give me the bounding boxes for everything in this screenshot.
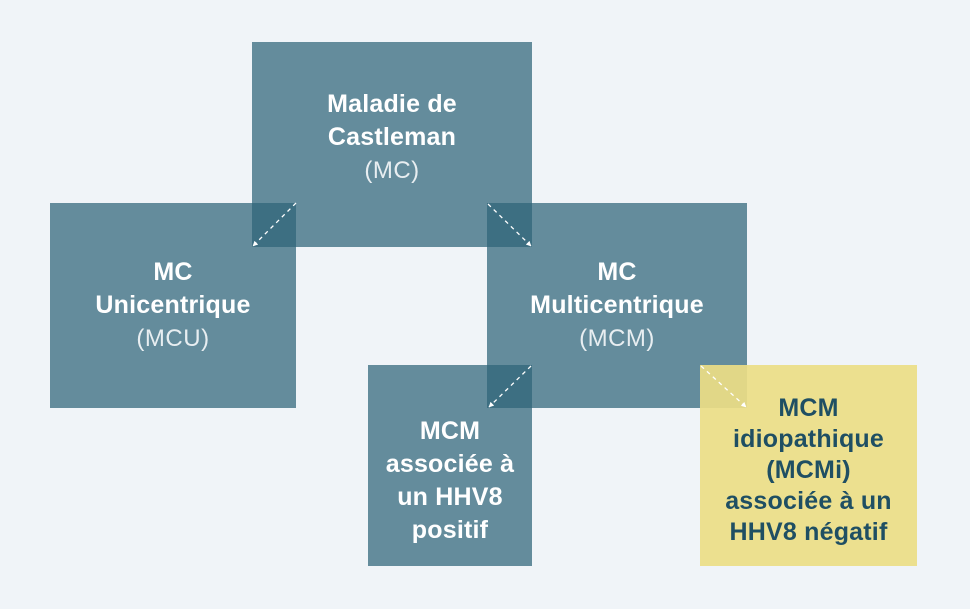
node-title-line: MC [597, 258, 637, 286]
node-subtitle: (MCM) [579, 325, 655, 352]
node-title-line: positif [411, 515, 489, 544]
node-subtitle: (MCU) [136, 325, 210, 352]
node-title-line: un HHV8 [397, 482, 503, 511]
node-mc-unicentrique: MC Unicentrique (MCU) [50, 203, 296, 408]
node-mcm-idiopathique-hhv8-negatif: MCM idiopathique (MCMi) associée à un HH… [700, 365, 917, 566]
node-title-line: idiopathique [733, 425, 884, 453]
node-maladie-de-castleman: Maladie de Castleman (MC) [252, 42, 532, 247]
node-title-line: MCM [778, 394, 839, 422]
node-title-line: Multicentrique [530, 291, 704, 319]
node-title-line: Castleman [327, 123, 457, 151]
node-title-line: MCM [419, 416, 481, 445]
node-title-line: Unicentrique [95, 291, 251, 319]
node-mcm-hhv8-positif: MCM associée à un HHV8 positif [368, 365, 532, 566]
node-title-line: HHV8 négatif [729, 518, 888, 546]
node-title-line: MC [153, 258, 193, 286]
node-title-line: associée à un [725, 487, 892, 515]
node-title-line: (MCMi) [766, 456, 851, 484]
node-subtitle: (MC) [364, 157, 420, 184]
node-title-line: Maladie de [327, 90, 457, 118]
node-title-line: associée à [385, 449, 515, 478]
